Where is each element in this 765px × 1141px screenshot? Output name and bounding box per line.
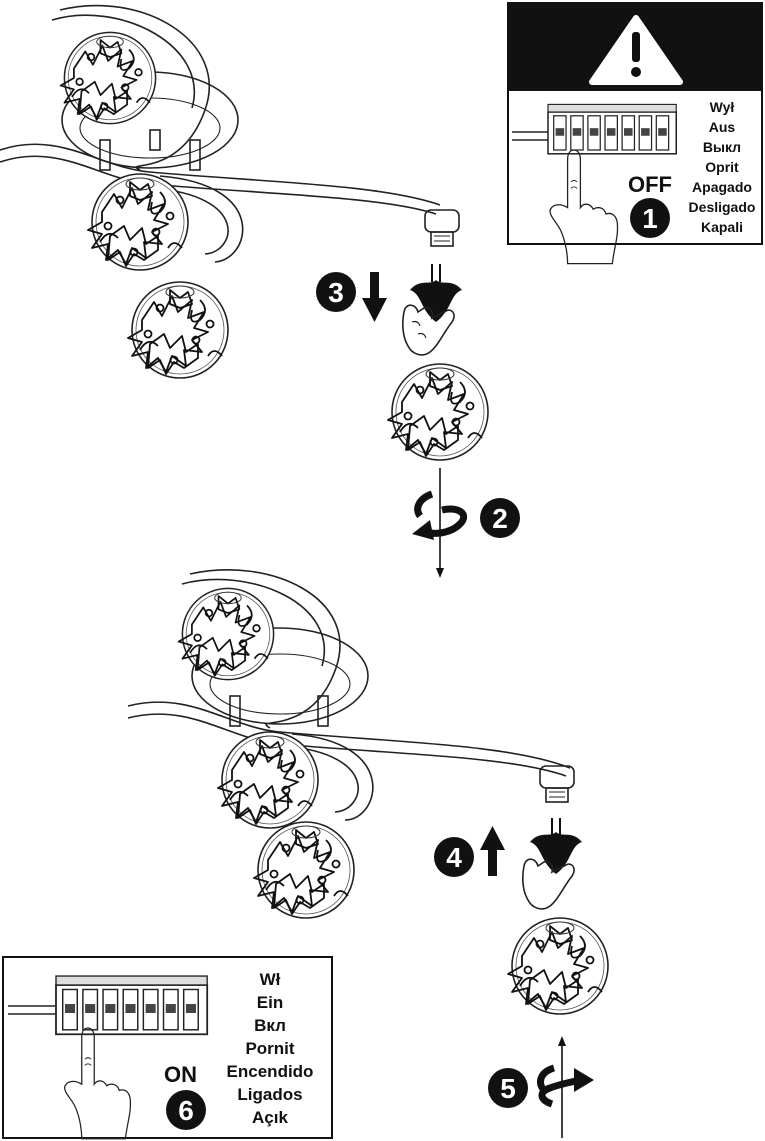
globe-to-install <box>507 917 609 1015</box>
off-text-de: Aus <box>709 119 736 135</box>
step-6-badge <box>166 1090 206 1130</box>
step-4-number: 4 <box>446 842 462 873</box>
fixture-bottom <box>127 569 575 919</box>
step-5-badge <box>488 1068 528 1108</box>
bulb-icon <box>410 264 462 322</box>
hand-holding-bulb-2 <box>522 858 575 910</box>
rotate-counterclockwise-icon <box>412 490 468 540</box>
step-4-badge <box>434 837 474 877</box>
off-text-pt: Desligado <box>689 199 756 215</box>
step-3-badge <box>316 272 356 312</box>
step-3-remove-bulb: 3 <box>316 264 462 356</box>
step-5-screw: 5 <box>488 1036 594 1138</box>
step-4-insert-bulb: 4 <box>434 818 582 910</box>
off-text-ro: Oprit <box>705 159 739 175</box>
step-1-badge <box>630 198 670 238</box>
switch-bank-on <box>55 975 209 1036</box>
switch-bank-off <box>547 103 678 155</box>
on-text-pt: Ligados <box>237 1085 302 1104</box>
on-text-pl: Wł <box>260 970 281 989</box>
on-text-ru: Вкл <box>254 1016 286 1035</box>
step-5-number: 5 <box>500 1073 516 1104</box>
step-3-number: 3 <box>328 277 344 308</box>
off-text-es: Apagado <box>692 179 752 195</box>
step-1-number: 1 <box>642 203 658 234</box>
step-2-number: 2 <box>492 503 508 534</box>
arrow-down-icon <box>362 272 387 322</box>
on-text-de: Ein <box>257 993 283 1012</box>
hand-holding-bulb <box>402 304 455 356</box>
rotate-clockwise-icon <box>536 1064 594 1108</box>
step-6-number: 6 <box>178 1095 194 1126</box>
off-text-pl: Wył <box>710 99 735 115</box>
on-text-es: Encendido <box>227 1062 314 1081</box>
warning-panel: OFF 1 Wył Aus Выкл Oprit Apagado Desliga… <box>507 2 763 265</box>
bulb-icon-2 <box>530 818 582 874</box>
removed-globe <box>387 363 489 461</box>
on-text-ro: Pornit <box>245 1039 294 1058</box>
on-text-tr: Açık <box>252 1108 288 1127</box>
off-label: OFF <box>628 172 672 197</box>
off-text-ru: Выкл <box>703 139 741 155</box>
step-2-unscrew: 2 <box>412 468 520 578</box>
on-panel: ON 6 Wł Ein Вкл Pornit Encendido Ligados… <box>2 956 333 1140</box>
fixture-top <box>0 4 460 379</box>
on-label: ON <box>164 1062 197 1087</box>
warning-triangle-icon <box>589 15 683 85</box>
arrow-up-icon <box>480 826 505 876</box>
off-text-tr: Kapali <box>701 219 743 235</box>
step-2-badge <box>480 498 520 538</box>
